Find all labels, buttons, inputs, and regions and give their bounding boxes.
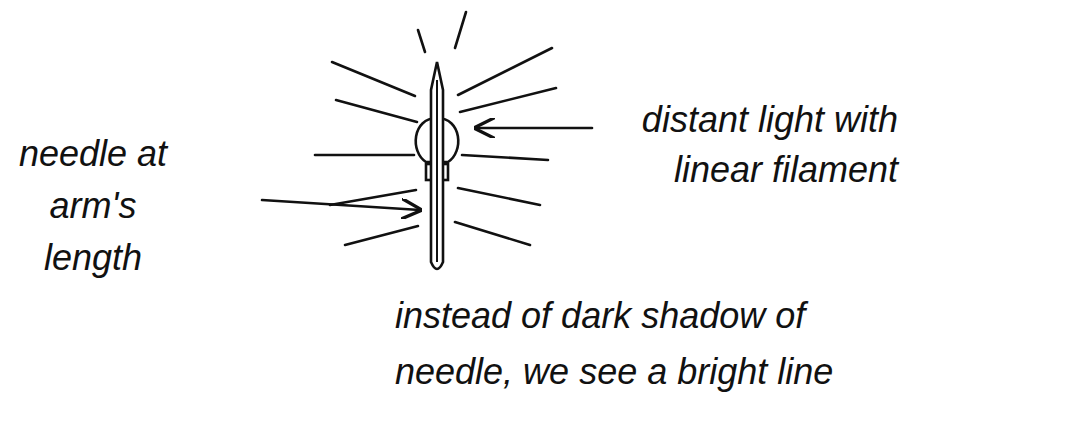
callout-note: needle at arm's length (8, 128, 178, 284)
needle (431, 62, 443, 269)
callout-note: instead of dark shadow of needle, we see… (395, 288, 885, 400)
callout-note: distant light with linear filament (598, 95, 898, 195)
leader-arrows (262, 128, 592, 210)
